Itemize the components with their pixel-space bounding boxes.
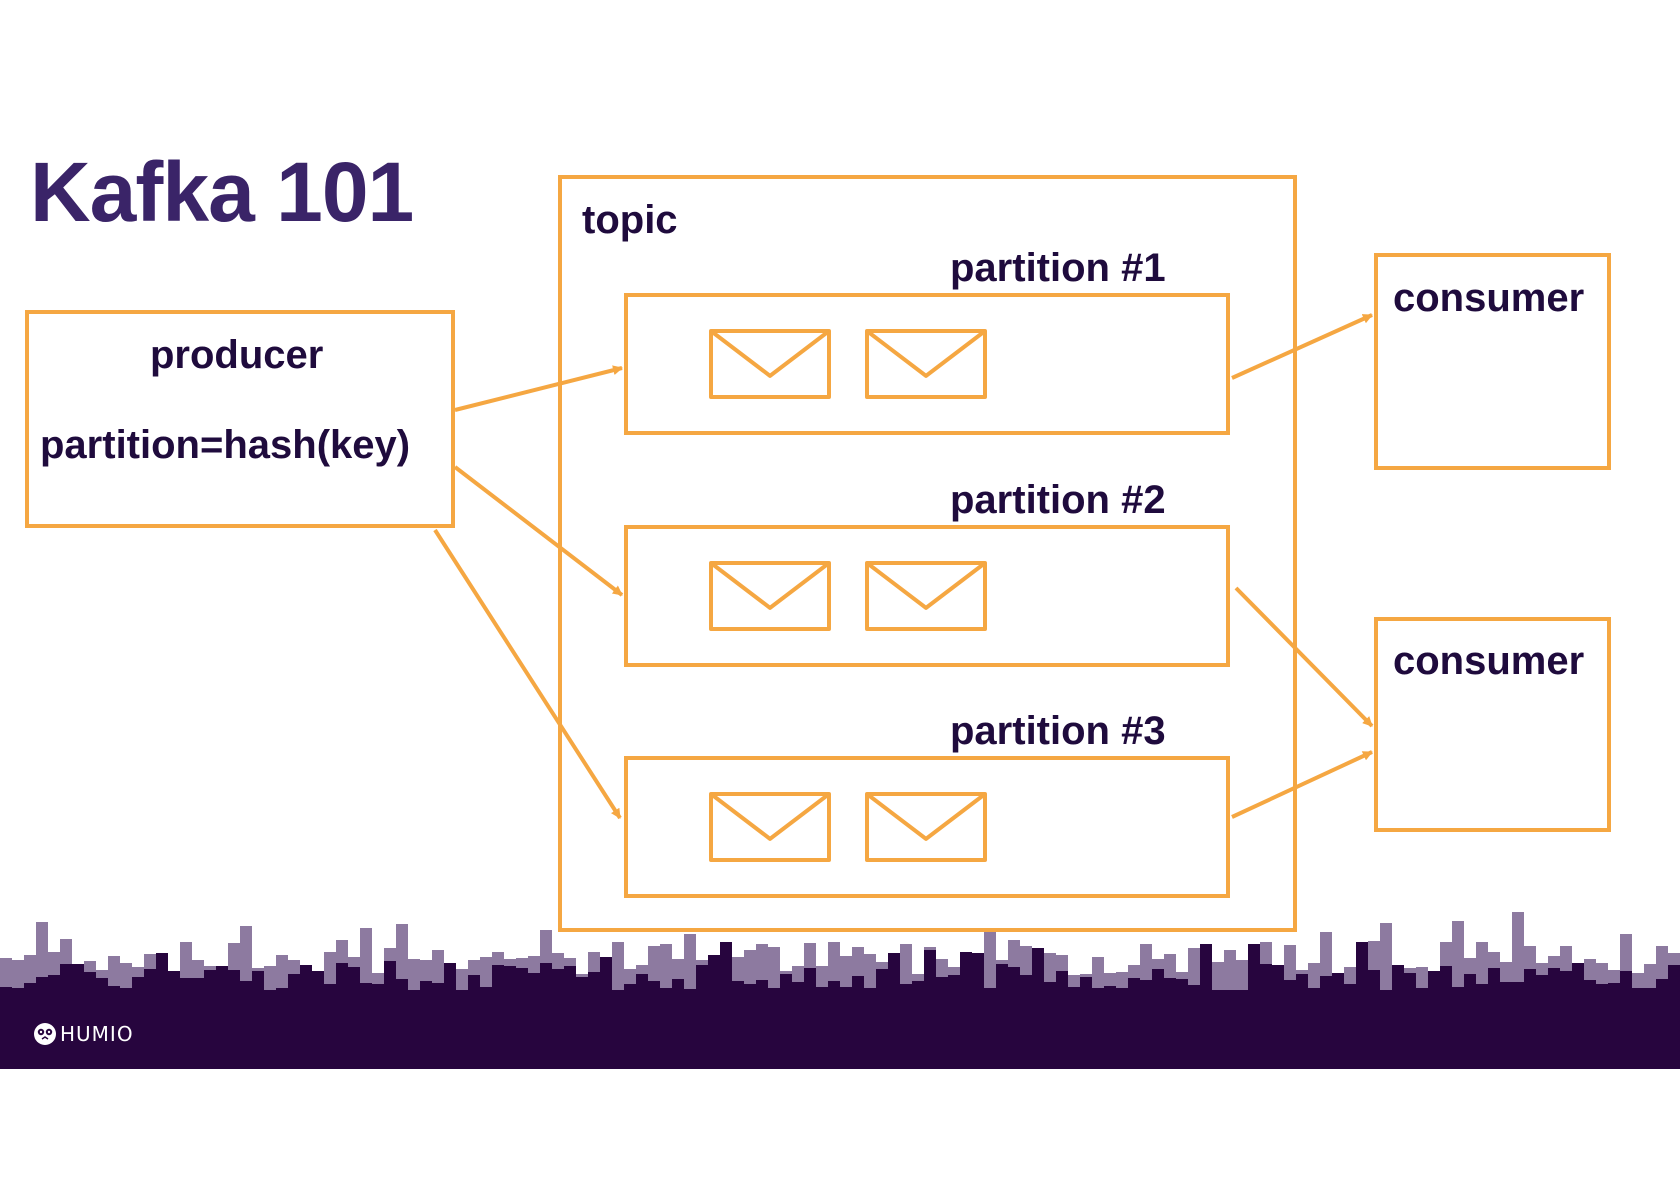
consumer-label-2: consumer (1393, 639, 1585, 683)
partition-label-3: partition #3 (950, 709, 1166, 753)
arrow-producer-to-partition-2 (453, 465, 624, 597)
arrow-partition-3-to-consumer-2 (1231, 750, 1373, 819)
message-envelope-icon (865, 792, 987, 862)
humio-owl-icon (34, 1023, 56, 1045)
partition-label-2: partition #2 (950, 478, 1166, 522)
page-margin-bottom (0, 1069, 1680, 1188)
slide-title: Kafka 101 (30, 145, 414, 239)
consumer-label-1: consumer (1393, 276, 1585, 320)
arrow-partition-2-to-consumer-2 (1234, 586, 1374, 728)
arrow-producer-to-partition-1 (454, 365, 623, 412)
message-envelope-icon (709, 792, 831, 862)
producer-box (25, 310, 455, 528)
topic-label: topic (582, 198, 678, 242)
producer-rule: partition=hash(key) (40, 423, 411, 467)
partition-label-1: partition #1 (950, 246, 1166, 290)
message-envelope-icon (709, 329, 831, 399)
arrow-producer-to-partition-3 (433, 528, 622, 820)
message-envelopes (709, 329, 987, 862)
message-envelope-icon (709, 561, 831, 631)
humio-logo-text: HUMIO (60, 1022, 134, 1046)
arrows (433, 313, 1374, 820)
consumer-box-1 (1374, 253, 1611, 470)
arrow-partition-1-to-consumer-1 (1231, 313, 1373, 380)
producer-label: producer (150, 333, 324, 377)
message-envelope-icon (865, 329, 987, 399)
message-envelope-icon (865, 561, 987, 631)
skyline-dark (0, 942, 1680, 995)
footer-skyline (0, 912, 1680, 1069)
consumer-box-2 (1374, 617, 1611, 832)
footer-band (0, 995, 1680, 1069)
